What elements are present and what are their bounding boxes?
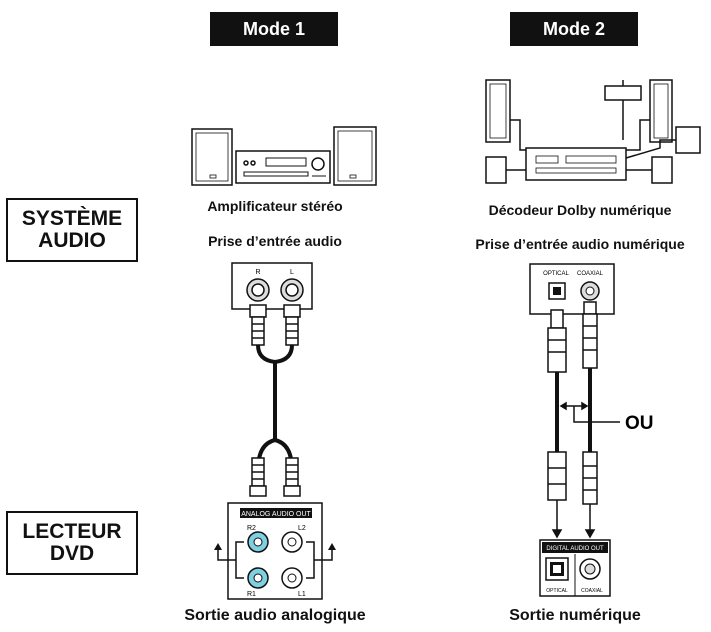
dvd-player-box: LECTEUR DVD	[6, 511, 138, 575]
or-label: OU	[625, 413, 654, 434]
analog-rca-cable	[249, 304, 301, 497]
mode-1-label: Mode 1	[242, 18, 305, 39]
or-indicator	[559, 401, 620, 423]
jack-l-label: L	[290, 269, 294, 276]
jack-r1-label: R1	[247, 591, 256, 598]
dvd-player-line1: LECTEUR	[22, 520, 122, 543]
digital-panel-title: DIGITAL AUDIO OUT	[546, 546, 604, 552]
jack-l2-label: L2	[298, 525, 306, 532]
mode-2-output-label: Sortie numérique	[509, 607, 641, 624]
optical-output-label: OPTICAL	[546, 588, 568, 594]
audio-system-line2: AUDIO	[38, 229, 106, 252]
optical-cable	[547, 309, 567, 539]
audio-system-box: SYSTÈME AUDIO	[6, 198, 138, 262]
dolby-decoder-illustration	[485, 79, 701, 184]
mode-2-input-panel: OPTICAL COAXIAL	[529, 263, 615, 315]
mode-1-input-panel: R L	[231, 262, 313, 310]
analog-panel-title: ANALOG AUDIO OUT	[241, 511, 311, 518]
mode-2-label: Mode 2	[542, 18, 605, 39]
audio-system-line1: SYSTÈME	[21, 207, 123, 230]
mode-2-device-label: Décodeur Dolby numérique	[488, 202, 672, 218]
coaxial-output-label: COAXIAL	[581, 588, 603, 594]
jack-r2-label: R2	[247, 525, 256, 532]
mode-2-input-label: Prise d’entrée audio numérique	[475, 236, 685, 252]
stereo-amplifier-illustration	[191, 126, 377, 186]
analog-audio-out-panel: ANALOG AUDIO OUT R2 L2 R1 L1	[214, 502, 336, 600]
mode-1-input-label: Prise d’entrée audio	[208, 233, 342, 249]
coaxial-input-label: COAXIAL	[577, 271, 604, 277]
mode-1-header: Mode 1	[210, 12, 338, 46]
optical-input-label: OPTICAL	[543, 271, 569, 277]
mode-1-output-label: Sortie audio analogique	[184, 607, 366, 624]
coaxial-cable	[582, 301, 598, 539]
digital-audio-out-panel: DIGITAL AUDIO OUT OPTICAL COAXIAL	[539, 539, 611, 597]
jack-l1-label: L1	[298, 591, 306, 598]
jack-r-label: R	[255, 269, 260, 276]
mode-2-header: Mode 2	[510, 12, 638, 46]
dvd-player-line2: DVD	[49, 542, 95, 565]
mode-1-device-label: Amplificateur stéréo	[207, 198, 343, 214]
